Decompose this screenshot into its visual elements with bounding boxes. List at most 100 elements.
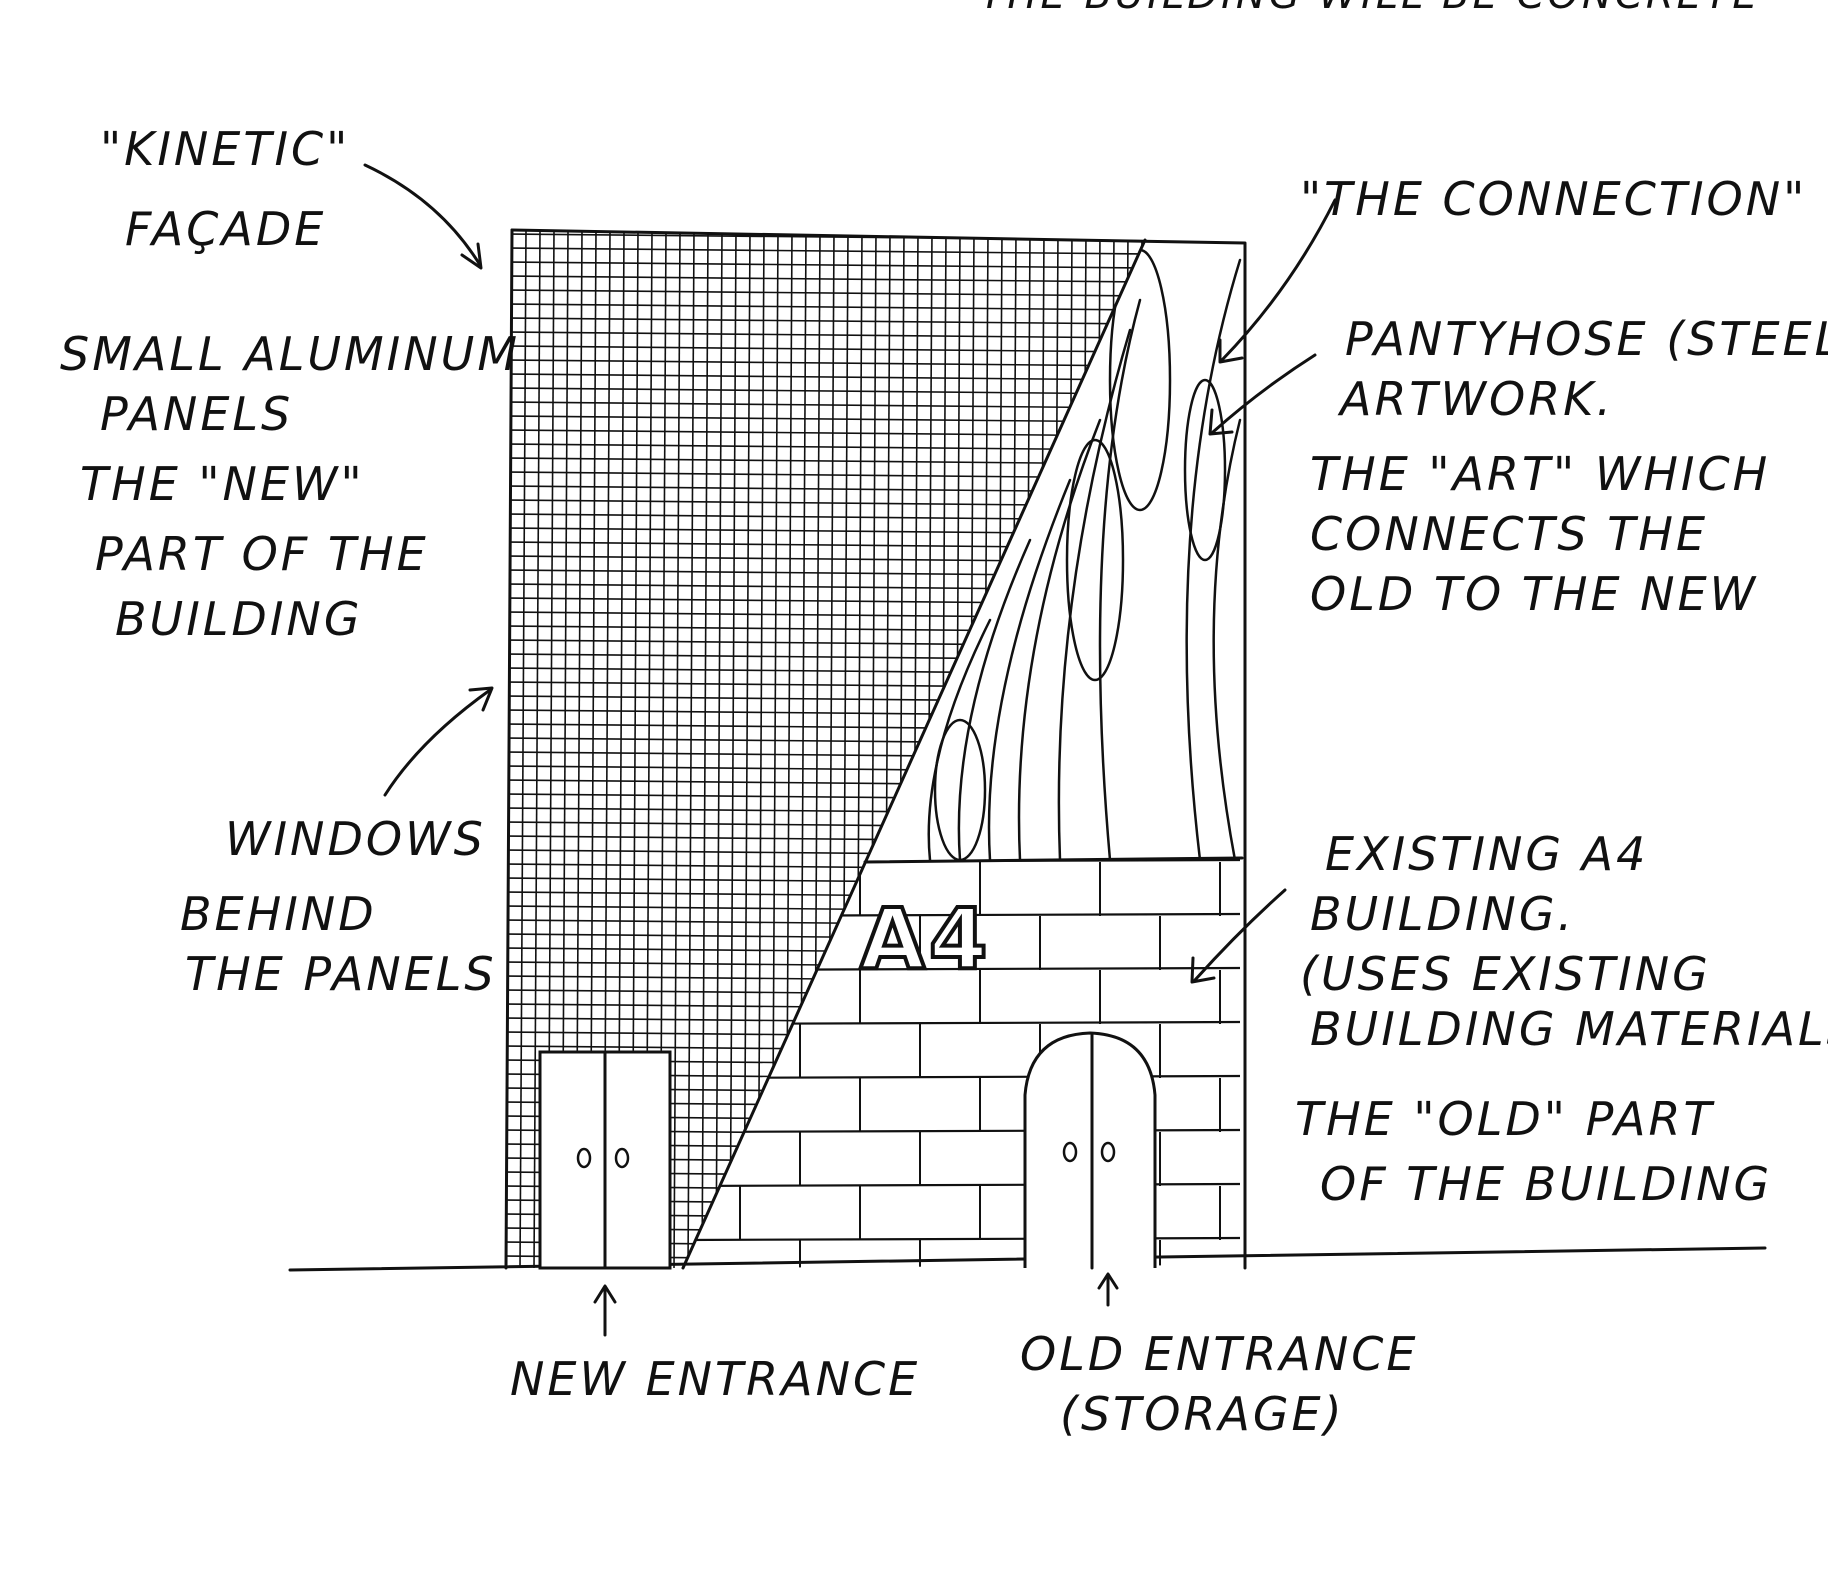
grid-line-horizontal — [506, 345, 1145, 353]
grid-line-horizontal — [506, 891, 1145, 899]
grid-line-vertical — [995, 230, 1003, 1268]
grid-line-horizontal — [506, 667, 1145, 675]
existing-building-note: EXISTING A4 BUILDING. (USES EXISTING BUI… — [1295, 827, 1828, 1211]
kinetic-desc-line: BUILDING — [115, 592, 362, 646]
connection-title: "THE CONNECTION" — [1300, 172, 1807, 226]
top-note: THE BUILDING WILL BE CONCRETE — [980, 0, 1761, 18]
kinetic-desc-line: PANELS — [100, 387, 293, 441]
grid-line-horizontal — [506, 1003, 1145, 1011]
existing-line: EXISTING A4 — [1325, 827, 1648, 881]
grid-line-horizontal — [506, 499, 1145, 507]
existing-line: (USES EXISTING — [1300, 947, 1711, 1001]
grid-line-horizontal — [506, 849, 1145, 857]
grid-line-vertical — [967, 230, 975, 1268]
windows-note: WINDOWS BEHIND THE PANELS — [180, 812, 497, 1001]
grid-line-horizontal — [506, 247, 1145, 255]
grid-line-vertical — [869, 230, 877, 1268]
grid-line-horizontal — [506, 429, 1145, 437]
grid-line-horizontal — [506, 485, 1145, 493]
brick-course — [683, 1236, 1240, 1242]
grid-line-horizontal — [506, 331, 1145, 339]
kinetic-desc-line: SMALL ALUMINUM — [60, 327, 520, 381]
art-desc-line: THE "ART" WHICH — [1310, 447, 1770, 501]
grid-line-vertical — [771, 230, 779, 1268]
brick-course — [683, 1020, 1240, 1026]
new-entrance-door — [538, 1050, 672, 1270]
grid-line-horizontal — [506, 303, 1145, 311]
grid-line-vertical — [519, 230, 527, 1268]
grid-line-horizontal — [506, 695, 1145, 703]
kinetic-facade-note: "KINETIC" FAÇADE SMALL ALUMINUM PANELS T… — [60, 122, 520, 646]
grid-line-vertical — [687, 230, 695, 1268]
grid-line-horizontal — [506, 289, 1145, 297]
grid-line-vertical — [841, 230, 849, 1268]
grid-line-vertical — [701, 230, 709, 1268]
grid-line-horizontal — [506, 821, 1145, 829]
old-entrance-label: OLD ENTRANCE — [1020, 1327, 1418, 1381]
kinetic-title: "KINETIC" — [100, 122, 350, 176]
grid-line-vertical — [757, 230, 765, 1268]
pantyhose-artwork — [927, 248, 1242, 862]
grid-line-vertical — [506, 230, 513, 1268]
grid-line-horizontal — [506, 919, 1145, 927]
old-entrance-door — [1023, 1031, 1157, 1270]
grid-line-horizontal — [506, 597, 1145, 605]
grid-line-horizontal — [506, 569, 1145, 577]
kinetic-subtitle: FAÇADE — [125, 202, 326, 256]
kinetic-desc-line: PART OF THE — [95, 527, 429, 581]
grid-line-horizontal — [506, 793, 1145, 801]
grid-line-vertical — [897, 230, 905, 1268]
grid-line-vertical — [673, 230, 681, 1268]
pantyhose-line: PANTYHOSE (STEEL) — [1345, 312, 1828, 366]
grid-line-horizontal — [506, 751, 1145, 759]
grid-line-horizontal — [506, 457, 1145, 465]
brick-top-edge — [863, 856, 1244, 864]
grid-line-horizontal — [506, 681, 1145, 689]
windows-line: WINDOWS — [225, 812, 486, 866]
grid-line-vertical — [1009, 230, 1017, 1268]
grid-line-horizontal — [506, 709, 1145, 717]
grid-line-horizontal — [506, 877, 1145, 885]
new-entrance-label: NEW ENTRANCE — [510, 1352, 920, 1406]
grid-line-horizontal — [506, 835, 1145, 843]
grid-line-horizontal — [506, 611, 1145, 619]
grid-line-horizontal — [506, 541, 1145, 549]
grid-line-horizontal — [506, 933, 1145, 941]
old-entrance-sublabel: (STORAGE) — [1060, 1387, 1345, 1441]
grid-line-horizontal — [506, 737, 1145, 745]
pantyhose-line: ARTWORK. — [1337, 372, 1614, 426]
diagonal-divider — [681, 238, 1147, 1270]
grid-line-vertical — [533, 230, 541, 1268]
windows-line: BEHIND — [180, 887, 377, 941]
grid-line-horizontal — [506, 317, 1145, 325]
grid-line-horizontal — [506, 961, 1145, 969]
existing-line: BUILDING. — [1310, 887, 1575, 941]
kinetic-desc-line: THE "NEW" — [80, 457, 365, 511]
grid-line-vertical — [729, 230, 737, 1268]
grid-line-horizontal — [506, 905, 1145, 913]
grid-line-horizontal — [506, 1270, 1150, 1276]
grid-line-vertical — [953, 230, 961, 1268]
grid-line-vertical — [925, 230, 933, 1268]
grid-line-horizontal — [506, 863, 1145, 871]
grid-line-horizontal — [506, 625, 1145, 633]
grid-line-vertical — [981, 230, 989, 1268]
grid-line-vertical — [743, 230, 751, 1268]
grid-line-vertical — [827, 230, 835, 1268]
old-part-line: THE "OLD" PART — [1295, 1092, 1715, 1146]
grid-line-horizontal — [506, 779, 1145, 787]
grid-line-vertical — [785, 230, 793, 1268]
grid-line-horizontal — [506, 387, 1145, 395]
grid-line-horizontal — [506, 989, 1145, 997]
grid-line-horizontal — [506, 765, 1145, 773]
art-desc-line: CONNECTS THE — [1310, 507, 1708, 561]
old-part-line: OF THE BUILDING — [1320, 1157, 1772, 1211]
grid-line-vertical — [715, 230, 723, 1268]
grid-line-horizontal — [506, 807, 1145, 815]
grid-line-horizontal — [506, 583, 1145, 591]
grid-line-vertical — [883, 230, 891, 1268]
grid-line-horizontal — [506, 975, 1145, 983]
a4-building-sign: A4 — [860, 890, 991, 988]
windows-line: THE PANELS — [185, 947, 497, 1001]
